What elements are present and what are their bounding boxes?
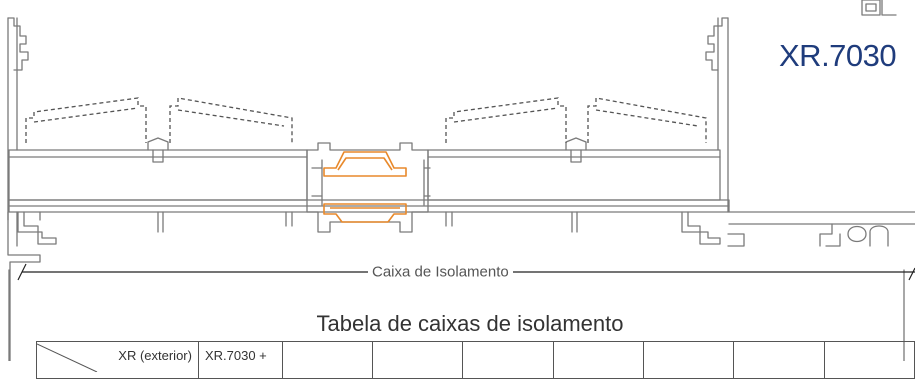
gasket-lower xyxy=(323,203,407,223)
table-cell xyxy=(281,341,374,379)
table-cell xyxy=(552,341,644,379)
table-cell xyxy=(823,341,915,379)
table-cell xyxy=(372,341,464,379)
table-cell-model: XR.7030 + xyxy=(197,341,283,379)
table-cell xyxy=(642,341,735,379)
gasket-upper xyxy=(323,151,407,177)
dimension-label: Caixa de Isolamento xyxy=(368,263,513,281)
frame-left-outline xyxy=(7,17,41,361)
table-title: Tabela de caixas de isolamento xyxy=(316,311,624,336)
insulation-box-table: XR (exterior) XR.7030 + xyxy=(36,341,915,379)
table-header-diagonal-cell: XR (exterior) xyxy=(36,341,199,379)
frame-left-top-hook xyxy=(7,17,29,71)
table-cell-exterior: XR (exterior) xyxy=(118,348,192,363)
table-cell xyxy=(733,341,825,379)
profile-section-icon xyxy=(861,0,881,16)
table-cell xyxy=(462,341,554,379)
thermal-break-outline xyxy=(306,142,429,233)
product-code-title: XR.7030 xyxy=(779,38,897,73)
table-row: XR (exterior) XR.7030 + xyxy=(36,341,915,379)
frame-right-top-hook xyxy=(705,17,729,71)
profile-cross-section-drawing xyxy=(7,0,915,361)
